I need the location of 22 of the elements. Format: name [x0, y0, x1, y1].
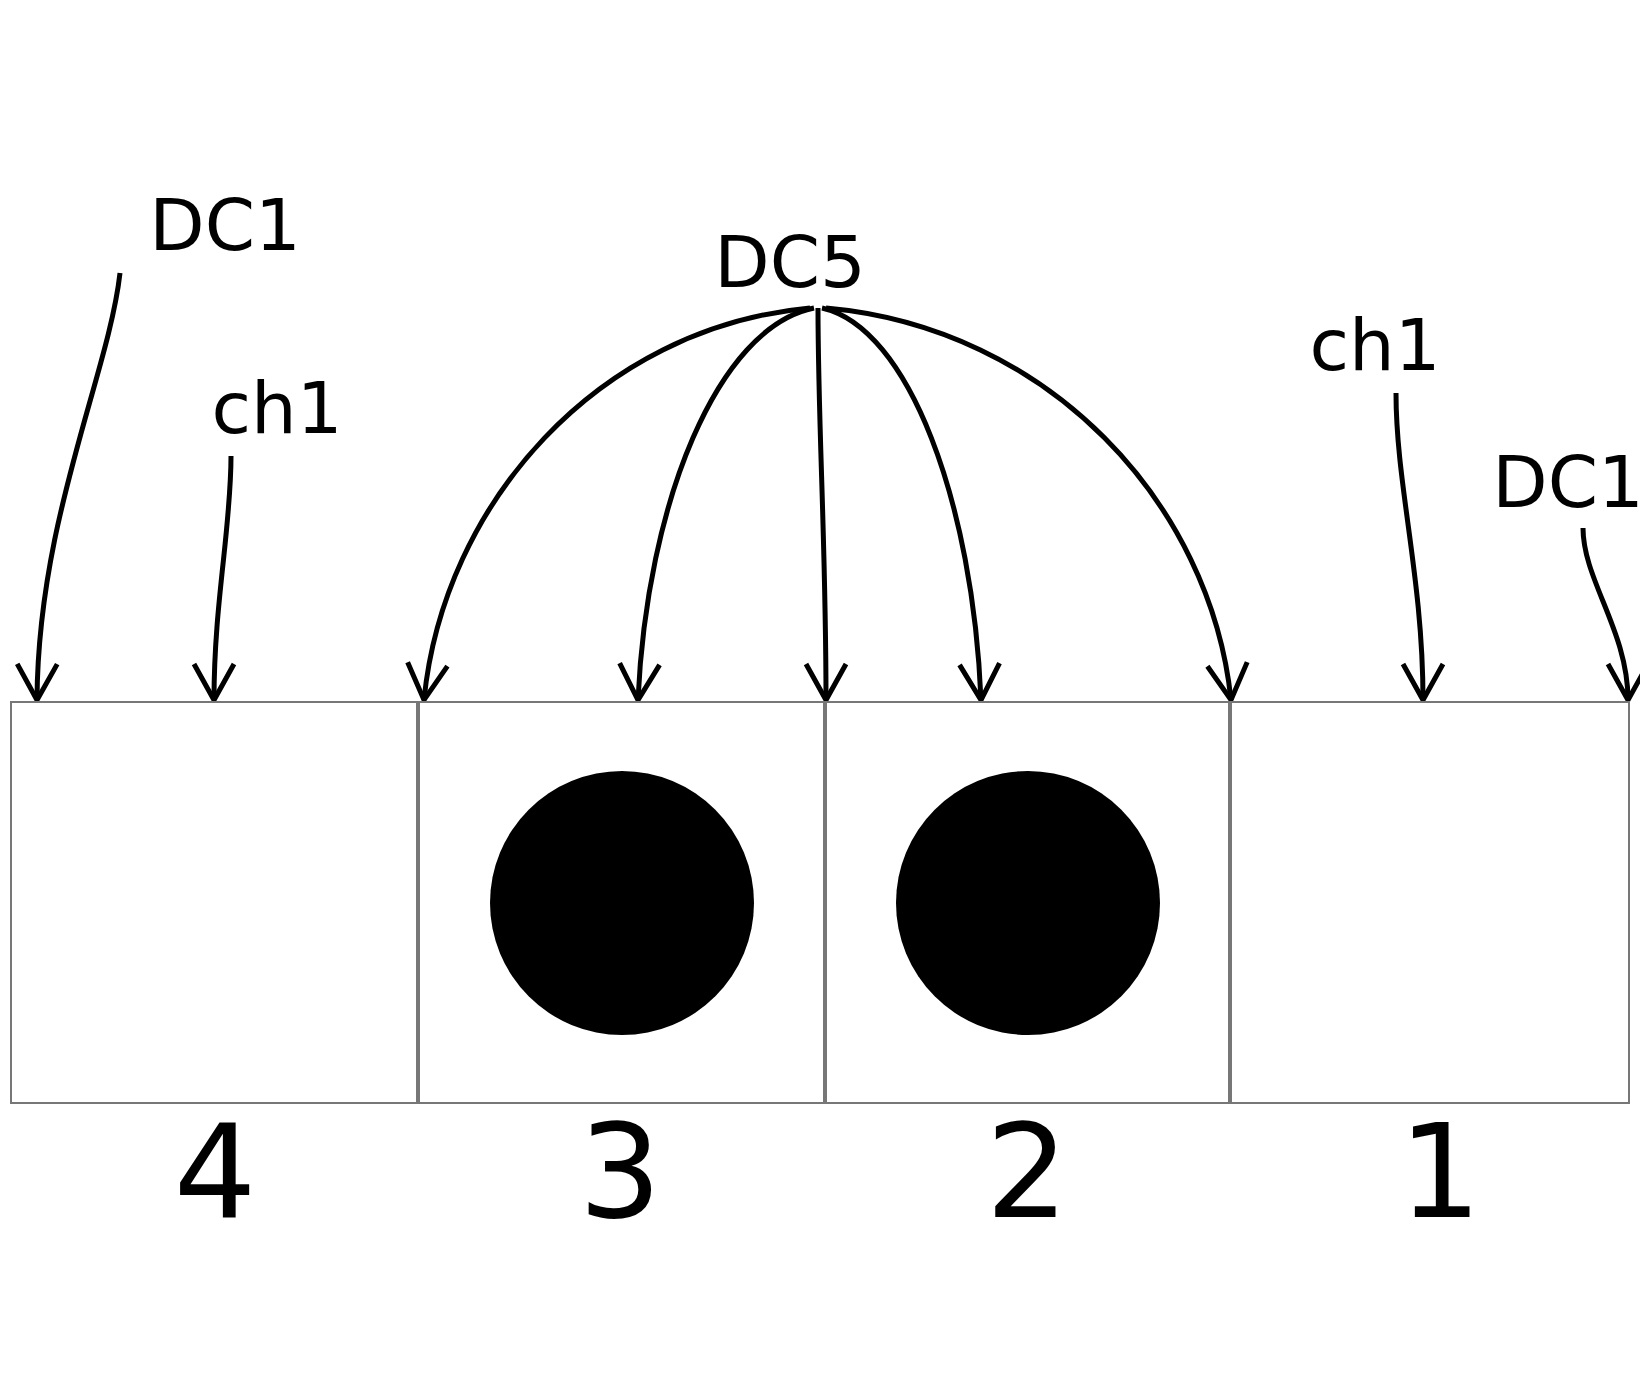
annotation-text: DC1 [149, 189, 301, 261]
arrow [618, 305, 815, 703]
cell-number: 1 [1398, 1107, 1482, 1237]
arrow [15, 272, 123, 703]
arrow [825, 305, 1248, 703]
arrow [192, 455, 237, 703]
arrow [1393, 392, 1445, 703]
annotation-text: ch1 [211, 372, 343, 444]
arrow [821, 305, 1002, 703]
grid-cell [1230, 701, 1630, 1104]
grid-cell [10, 701, 418, 1104]
grid-cell [825, 701, 1230, 1104]
arrow [1580, 527, 1640, 703]
annotation-text: DC1 [1492, 446, 1640, 518]
arrow [803, 308, 849, 703]
cell-number: 3 [578, 1107, 662, 1237]
cell-number: 4 [173, 1107, 257, 1237]
cell-number: 2 [985, 1107, 1069, 1237]
grid-cell [418, 701, 825, 1104]
annotation-text: DC5 [714, 226, 866, 298]
arrow [407, 305, 811, 703]
annotation-text: ch1 [1309, 309, 1441, 381]
